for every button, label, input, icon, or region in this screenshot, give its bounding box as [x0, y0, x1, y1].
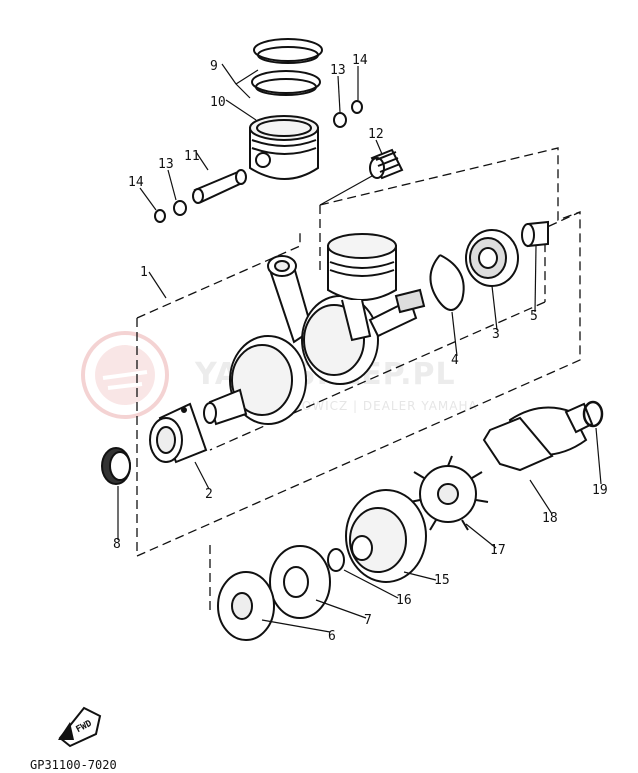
pump-o-ring	[327, 548, 345, 572]
main-bearing-right	[465, 229, 519, 287]
callout-2: 2	[205, 487, 213, 502]
callout-10: 10	[210, 95, 226, 110]
crankshaft-group-outline	[136, 232, 301, 319]
callouts: 1 2 3 4 5 6 7 8 9 10 11 12 13 13 14 14 1…	[113, 53, 608, 644]
crank-collar	[521, 220, 549, 248]
callout-14-top: 14	[352, 53, 368, 68]
pump-seal-ring	[582, 400, 604, 428]
callout-6: 6	[328, 629, 336, 644]
callout-8: 8	[113, 537, 121, 552]
pump-rotor	[409, 455, 489, 531]
callout-9: 9	[210, 59, 218, 74]
callout-1: 1	[140, 265, 148, 280]
callout-7: 7	[364, 613, 372, 628]
bearing-circlip	[429, 254, 465, 311]
main-bearing-left	[149, 402, 208, 464]
pump-plate	[269, 545, 331, 619]
crankshaft-assembly	[203, 233, 426, 426]
callout-12: 12	[368, 127, 384, 142]
callout-13-top: 13	[330, 63, 346, 78]
pump-housing	[345, 489, 427, 583]
group-outlines	[136, 147, 581, 615]
callout-18: 18	[542, 511, 558, 526]
piston	[249, 115, 319, 180]
watermark-logo	[81, 331, 169, 419]
piston-rings	[251, 38, 323, 96]
callout-19: 19	[592, 483, 608, 498]
callout-3: 3	[492, 327, 500, 342]
callout-15: 15	[434, 573, 450, 588]
callout-5: 5	[530, 309, 538, 324]
callout-16: 16	[396, 593, 412, 608]
oil-seal	[101, 447, 131, 485]
piston-pin	[192, 169, 247, 204]
small-end-bearing	[369, 148, 404, 180]
pump-impeller-shaft	[482, 402, 594, 472]
callout-14-left: 14	[128, 175, 144, 190]
callout-13-left: 13	[158, 157, 174, 172]
callout-11: 11	[184, 149, 200, 164]
circlips	[154, 100, 363, 223]
callout-4: 4	[451, 353, 459, 368]
leader-lines	[117, 63, 602, 633]
callout-17: 17	[490, 543, 506, 558]
pump-cover	[217, 571, 275, 641]
diagram-code: GP31100-7020	[30, 758, 117, 772]
fwd-arrow: FWD	[58, 706, 102, 748]
